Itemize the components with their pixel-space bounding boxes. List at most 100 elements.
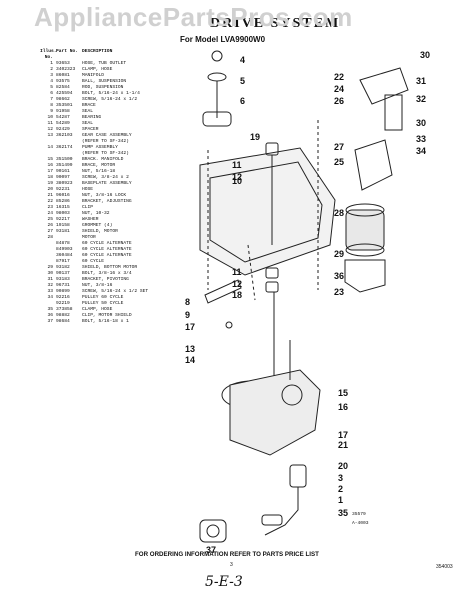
parts-cell-desc: ROD, SUSPENSION	[82, 85, 124, 90]
ref-code: A-4003	[352, 521, 369, 526]
page-title: DRIVE SYSTEM	[210, 16, 341, 31]
callout-number: 1	[338, 495, 344, 505]
parts-cell-desc: NUT, 10-32	[82, 211, 110, 216]
callout-number: 27	[334, 142, 345, 152]
parts-cell-desc: (REFER TO SF-342)	[82, 139, 129, 144]
callout-number: 6	[240, 96, 246, 106]
parts-cell-part: 425594	[56, 91, 73, 96]
parts-cell-no: 8	[50, 103, 53, 108]
parts-cell-no: 28	[47, 235, 53, 240]
parts-cell-part: 85286	[56, 199, 70, 204]
parts-cell-no: 31	[47, 277, 53, 282]
callout-number: 28	[334, 208, 345, 218]
parts-cell-part: 90161	[56, 169, 70, 174]
parts-cell-part: 92429	[56, 127, 70, 132]
header-illus: Illus. No.	[40, 49, 57, 60]
callout-number: 34	[416, 146, 427, 156]
footer-note: FOR ORDERING INFORMATION REFER TO PARTS …	[135, 551, 319, 558]
parts-cell-part: 19158	[56, 223, 70, 228]
callout-number: 12	[232, 172, 243, 182]
parts-cell-desc: HOSE	[82, 187, 94, 192]
header-part: Part No.	[56, 49, 79, 54]
callout-number: 36	[334, 271, 345, 281]
page-number: 3	[230, 562, 233, 568]
parts-cell-desc: 60 CYCLE ALTERNATE	[82, 253, 132, 258]
parts-cell-part: 92217	[56, 217, 70, 222]
parts-cell-desc: CLAMP, HOSE	[82, 67, 113, 72]
parts-cell-no: 15	[47, 157, 53, 162]
handwritten-note: 5-E-3	[205, 574, 243, 590]
parts-cell-desc: SHIELD, MOTOR	[82, 229, 118, 234]
parts-cell-part: 92219	[56, 301, 70, 306]
parts-cell-part: 98882	[56, 313, 70, 318]
parts-cell-part: 362103	[56, 133, 73, 138]
parts-cell-desc: 60 CYCLE ALTERNATE	[82, 247, 132, 252]
parts-cell-no: 25	[47, 217, 53, 222]
parts-row: (REFER TO SF-342)	[40, 139, 185, 145]
parts-cell-desc: SCREW, 3/8-24 x 2	[82, 175, 129, 180]
parts-cell-no: 23	[47, 205, 53, 210]
parts-cell-no: 10	[47, 115, 53, 120]
parts-cell-desc: BEARING	[82, 115, 102, 120]
parts-cell-desc: NUT, 3/8-16 LOCK	[82, 193, 127, 198]
parts-cell-desc: GROMMET (4)	[82, 223, 113, 228]
callout-number: 17	[185, 322, 196, 332]
parts-cell-desc: SCREW, 5/16-24 x 1/2 SET	[82, 289, 149, 294]
parts-cell-desc: HOSE, TUB OUTLET	[82, 61, 127, 66]
parts-cell-part: 54289	[56, 121, 70, 126]
parts-cell-part: 92216	[56, 295, 70, 300]
callout-number: 14	[185, 355, 196, 365]
parts-cell-desc: NUT, 3/8-16	[82, 283, 113, 288]
parts-cell-no: 13	[47, 133, 53, 138]
parts-cell-part: 360484	[56, 253, 73, 258]
parts-cell-no: 18	[47, 175, 53, 180]
callout-number: 25	[334, 157, 345, 167]
parts-cell-no: 5	[50, 85, 53, 90]
callout-number: 31	[416, 76, 427, 86]
callout-number: 24	[334, 84, 345, 94]
callout-number: 8	[185, 297, 191, 307]
parts-cell-no: 29	[47, 265, 53, 270]
callout-number: 16	[338, 402, 349, 412]
parts-cell-part: 54287	[56, 115, 70, 120]
parts-cell-no: 16	[47, 163, 53, 168]
parts-cell-part: 90097	[56, 175, 70, 180]
parts-cell-desc: SPACER	[82, 127, 99, 132]
parts-cell-no: 34	[47, 295, 53, 300]
parts-cell-no: 37	[47, 319, 53, 324]
parts-cell-part: 353501	[56, 103, 73, 108]
parts-cell-no: 20	[47, 187, 53, 192]
parts-cell-part: 90899	[56, 289, 70, 294]
parts-cell-no: 7	[50, 97, 53, 102]
callout-number: 5	[240, 76, 246, 86]
parts-cell-no: 12	[47, 127, 53, 132]
callout-number: 11	[232, 160, 242, 170]
callout-number: 29	[334, 249, 345, 259]
doc-number: 354003	[436, 564, 453, 570]
parts-cell-desc: NUT, 5/16-18	[82, 169, 116, 174]
callout-number: 19	[250, 132, 261, 142]
parts-cell-part: 93182	[56, 265, 70, 270]
baseplate-assembly	[199, 120, 336, 301]
parts-cell-desc: BOLT, 5/16-24 x 1-1/4	[82, 91, 140, 96]
parts-cell-desc: PULLEY 60 CYCLE	[82, 295, 124, 300]
parts-cell-no: 19	[47, 181, 53, 186]
